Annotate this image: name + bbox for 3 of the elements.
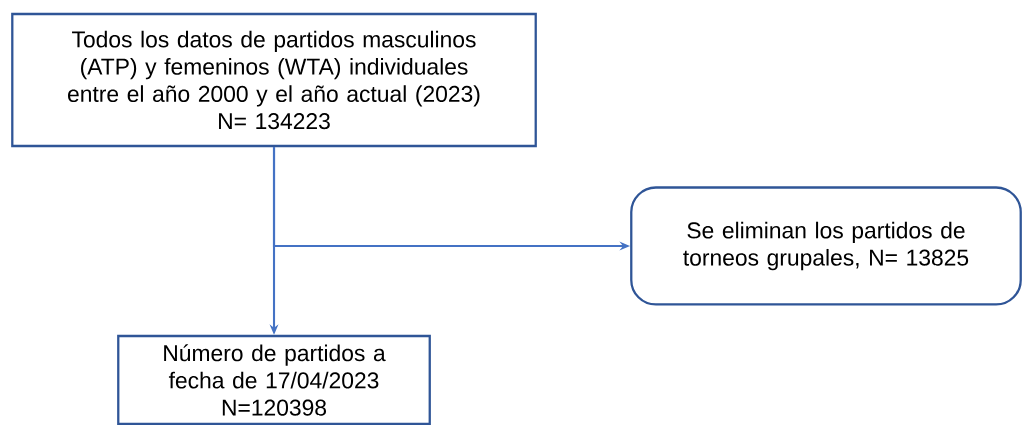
process-box: Todos los datos de partidos masculinos (ATP) y femeninos (WTA) individuales entre el año 2000 y el año actual (2023) N= 134223 (11, 12, 537, 148)
process-box: Número de partidos a fecha de 17/04/2023 N=120398 (117, 334, 431, 426)
exclusion-box: Se eliminan los partidos de torneos grupales, N= 13825 (630, 186, 1022, 306)
